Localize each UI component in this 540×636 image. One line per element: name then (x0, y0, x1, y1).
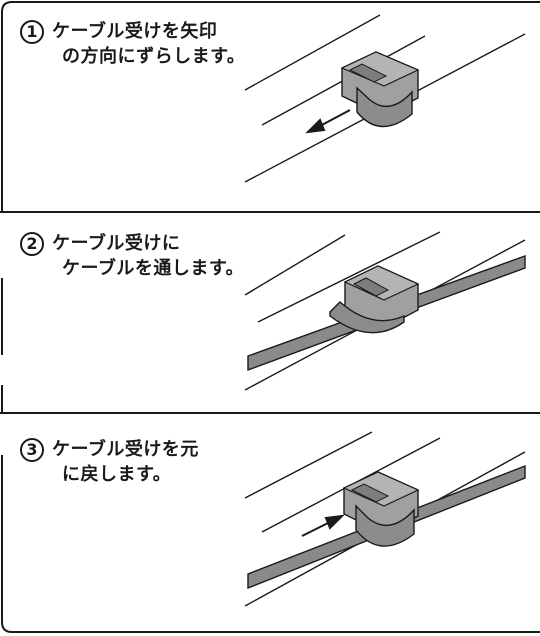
step-1-number: 1 (20, 20, 44, 44)
step-1-text-line1: ケーブル受けを矢印 (52, 21, 218, 42)
cable-holder (342, 471, 420, 547)
step-1-illustration (244, 14, 526, 183)
step-2-number: 2 (20, 232, 44, 256)
cable-holder (329, 265, 420, 334)
arrow-left-icon (305, 109, 351, 134)
step-1-panel: 1 ケーブル受けを矢印 の方向にずらします。 (0, 0, 540, 212)
step-2-text-line1: ケーブル受けに (52, 233, 181, 254)
step-3-text-line2: に戻します。 (62, 464, 172, 485)
step-1-text-line2: の方向にずらします。 (62, 46, 246, 67)
step-3-panel: 3 ケーブル受けを元 に戻します。 (0, 414, 540, 632)
step-2-panel: 2 ケーブル受けに ケーブルを通します。 (0, 213, 540, 413)
arrow-right-icon (301, 514, 345, 537)
step-3-number: 3 (20, 438, 44, 462)
step-3-text-line1: ケーブル受けを元 (52, 439, 199, 460)
step-2-text-line2: ケーブルを通します。 (62, 258, 245, 279)
cable-holder (340, 51, 420, 128)
